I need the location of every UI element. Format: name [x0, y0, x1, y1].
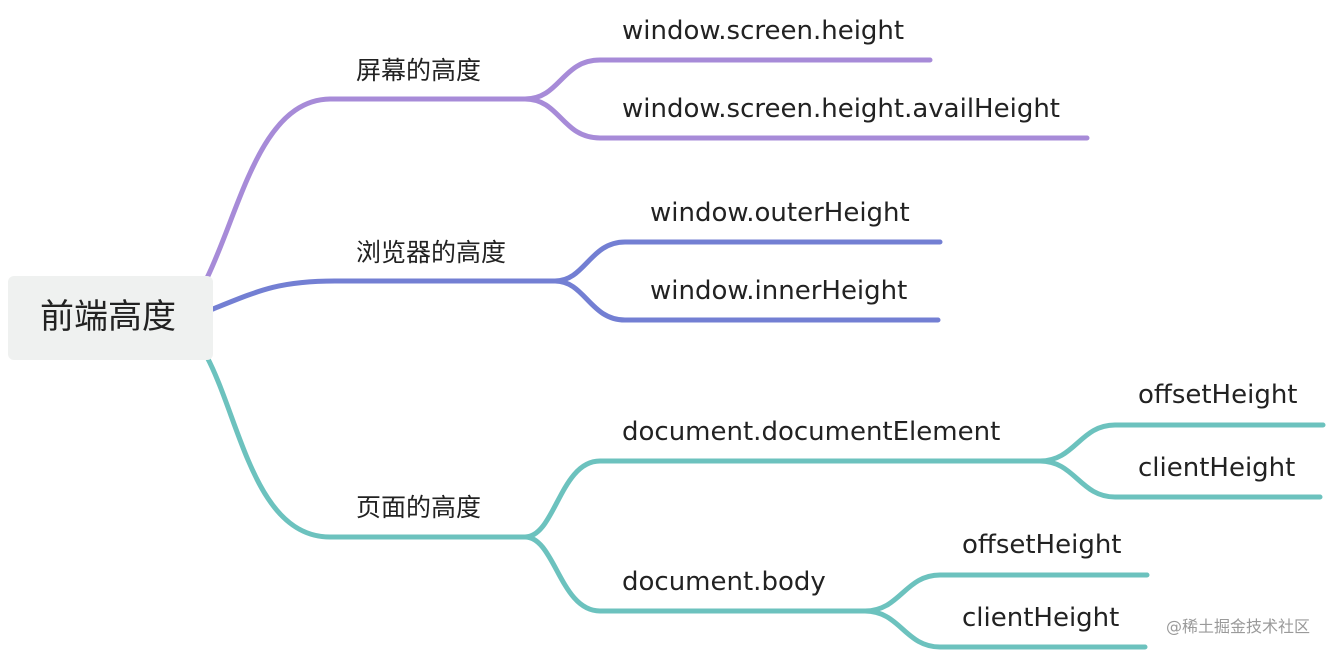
node-window-screen-availheight: window.screen.height.availHeight: [622, 94, 1061, 124]
edge-page-body: [522, 534, 868, 614]
edge-browser-inner: [552, 278, 941, 323]
edge-root-browser: [210, 278, 558, 312]
node-window-outerheight: window.outerHeight: [650, 198, 910, 228]
node-body-offsetheight: offsetHeight: [962, 530, 1122, 560]
edge-root-page: [204, 354, 528, 540]
node-docelement-offsetheight: offsetHeight: [1138, 380, 1298, 410]
node-document-body: document.body: [622, 567, 826, 597]
edge-page-docelement: [522, 458, 1043, 540]
watermark: @稀土掘金技术社区: [1165, 617, 1310, 636]
edge-screen-avail: [522, 96, 1090, 141]
edge-docelement-client: [1037, 458, 1323, 500]
node-window-screen-height: window.screen.height: [622, 16, 905, 46]
root-node: [8, 276, 213, 360]
edge-screen-height: [522, 57, 933, 102]
node-body-clientheight: clientHeight: [962, 603, 1120, 633]
node-window-innerheight: window.innerHeight: [650, 276, 908, 306]
node-docelement-clientheight: clientHeight: [1138, 453, 1296, 483]
edge-root-screen: [204, 96, 528, 281]
edge-browser-outer: [552, 239, 943, 284]
root-node-label: 前端高度: [40, 297, 176, 337]
branch-screen-label: 屏幕的高度: [356, 56, 482, 85]
node-document-documentelement: document.documentElement: [622, 417, 1001, 447]
edge-docelement-offset: [1037, 422, 1326, 464]
branch-browser-label: 浏览器的高度: [356, 238, 507, 267]
edge-body-client: [862, 608, 1148, 650]
edge-body-offset: [862, 572, 1150, 614]
branch-page-label: 页面的高度: [356, 493, 482, 522]
